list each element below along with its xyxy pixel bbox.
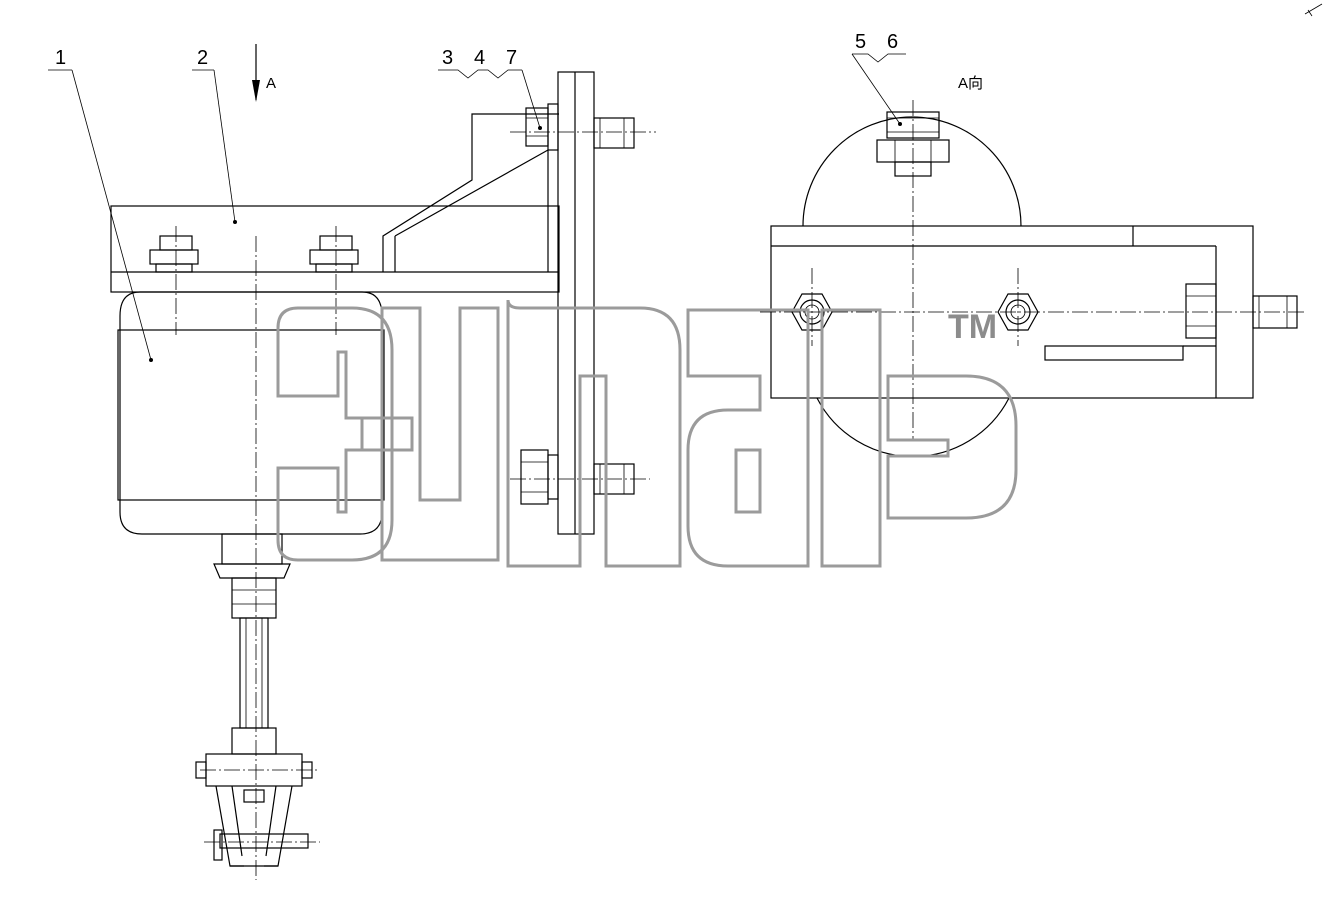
callout-2-label: 2: [197, 47, 208, 69]
watermark-tm: TM: [948, 308, 997, 346]
callout-1-label: 1: [55, 47, 66, 69]
watermark-d-outline: [380, 306, 500, 562]
view-arrow-a: A: [252, 44, 276, 102]
view-title: A向: [958, 75, 983, 92]
chamber-circle-top: [802, 116, 1022, 227]
bolt-end-view: [1185, 283, 1298, 339]
nut-right: [309, 235, 359, 273]
callout-5-label: 5: [855, 31, 866, 53]
callout-4-label: 4: [474, 47, 485, 69]
callout-6-label: 6: [887, 31, 898, 53]
mounting-plate: [110, 205, 560, 293]
chamber-body: [119, 291, 383, 535]
watermark-3-outline: [276, 306, 394, 562]
view-arrow-label: A: [266, 75, 276, 92]
callout-7-label: 7: [506, 47, 517, 69]
vertical-plate: [557, 71, 595, 535]
bolt-lower: [520, 449, 635, 505]
bolt-upper: [525, 103, 635, 151]
clevis: [195, 753, 313, 867]
watermark-p-stem: [820, 308, 882, 568]
push-rod: [213, 533, 291, 755]
corner-mark: [1304, 3, 1323, 17]
nut-left: [149, 235, 199, 273]
watermark-p-bowl: [886, 374, 1018, 520]
left-view: A: [110, 44, 656, 880]
callouts: 1 2 3 4 7 5 6: [48, 31, 906, 362]
watermark-m-outline: [506, 299, 682, 568]
bracket-gusset: [382, 113, 559, 272]
watermark-logo: TM: [276, 299, 1018, 568]
callout-3-label: 3: [442, 47, 453, 69]
right-view: A向: [760, 75, 1305, 458]
watermark-a-outline: [686, 308, 810, 568]
